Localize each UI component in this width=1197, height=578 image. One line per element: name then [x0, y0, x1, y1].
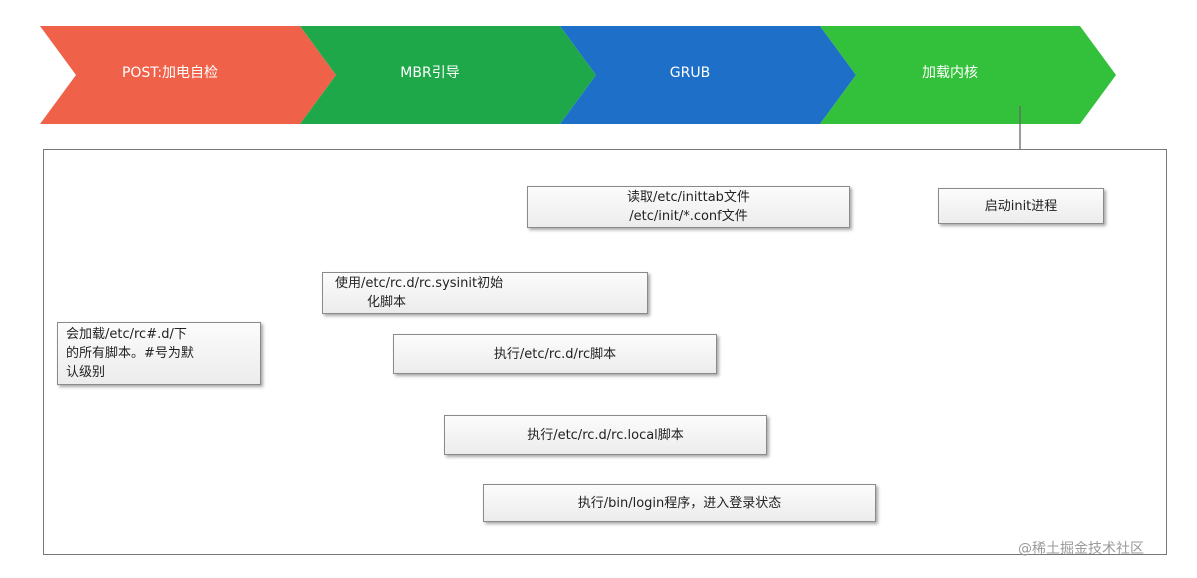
rc-script-box: 执行/etc/rc.d/rc脚本	[393, 334, 717, 374]
rc-hash-line3: 认级别	[66, 365, 106, 380]
stage-mbr-label: MBR引导	[400, 65, 460, 81]
rc-local-text: 执行/etc/rc.d/rc.local脚本	[527, 427, 684, 443]
start-init-text: 启动init进程	[984, 198, 1058, 214]
rc-hash-box: 会加载/etc/rc#.d/下 的所有脚本。#号为默 认级别	[57, 322, 261, 385]
sysinit-line2: 化脚本	[367, 295, 407, 310]
stage-grub-label: GRUB	[669, 65, 711, 81]
rc-local-box: 执行/etc/rc.d/rc.local脚本	[444, 415, 767, 455]
login-text: 执行/bin/login程序，进入登录状态	[577, 495, 782, 511]
stage-mbr-chevron	[300, 26, 596, 124]
rc-script-text: 执行/etc/rc.d/rc脚本	[493, 346, 617, 362]
start-init-box: 启动init进程	[938, 188, 1104, 224]
stage-kernel-label: 加载内核	[922, 65, 978, 81]
read-conf-box: 读取/etc/inittab文件 /etc/init/*.conf文件	[527, 186, 850, 228]
sysinit-box: 使用/etc/rc.d/rc.sysinit初始 化脚本	[322, 272, 648, 314]
read-conf-line2: /etc/init/*.conf文件	[629, 209, 748, 224]
stage-post-label: POST:加电自检	[121, 65, 219, 81]
watermark-text: @稀土掘金技术社区	[1018, 541, 1144, 557]
rc-hash-line2: 的所有脚本。#号为默	[66, 346, 194, 361]
sysinit-line1: 使用/etc/rc.d/rc.sysinit初始	[335, 276, 504, 291]
stage-kernel-chevron	[820, 26, 1116, 124]
read-conf-line1: 读取/etc/inittab文件	[627, 190, 750, 205]
rc-hash-line1: 会加载/etc/rc#.d/下	[66, 327, 187, 342]
login-box: 执行/bin/login程序，进入登录状态	[483, 484, 876, 522]
stage-grub-chevron	[560, 26, 856, 124]
stage-post-chevron	[40, 26, 336, 124]
